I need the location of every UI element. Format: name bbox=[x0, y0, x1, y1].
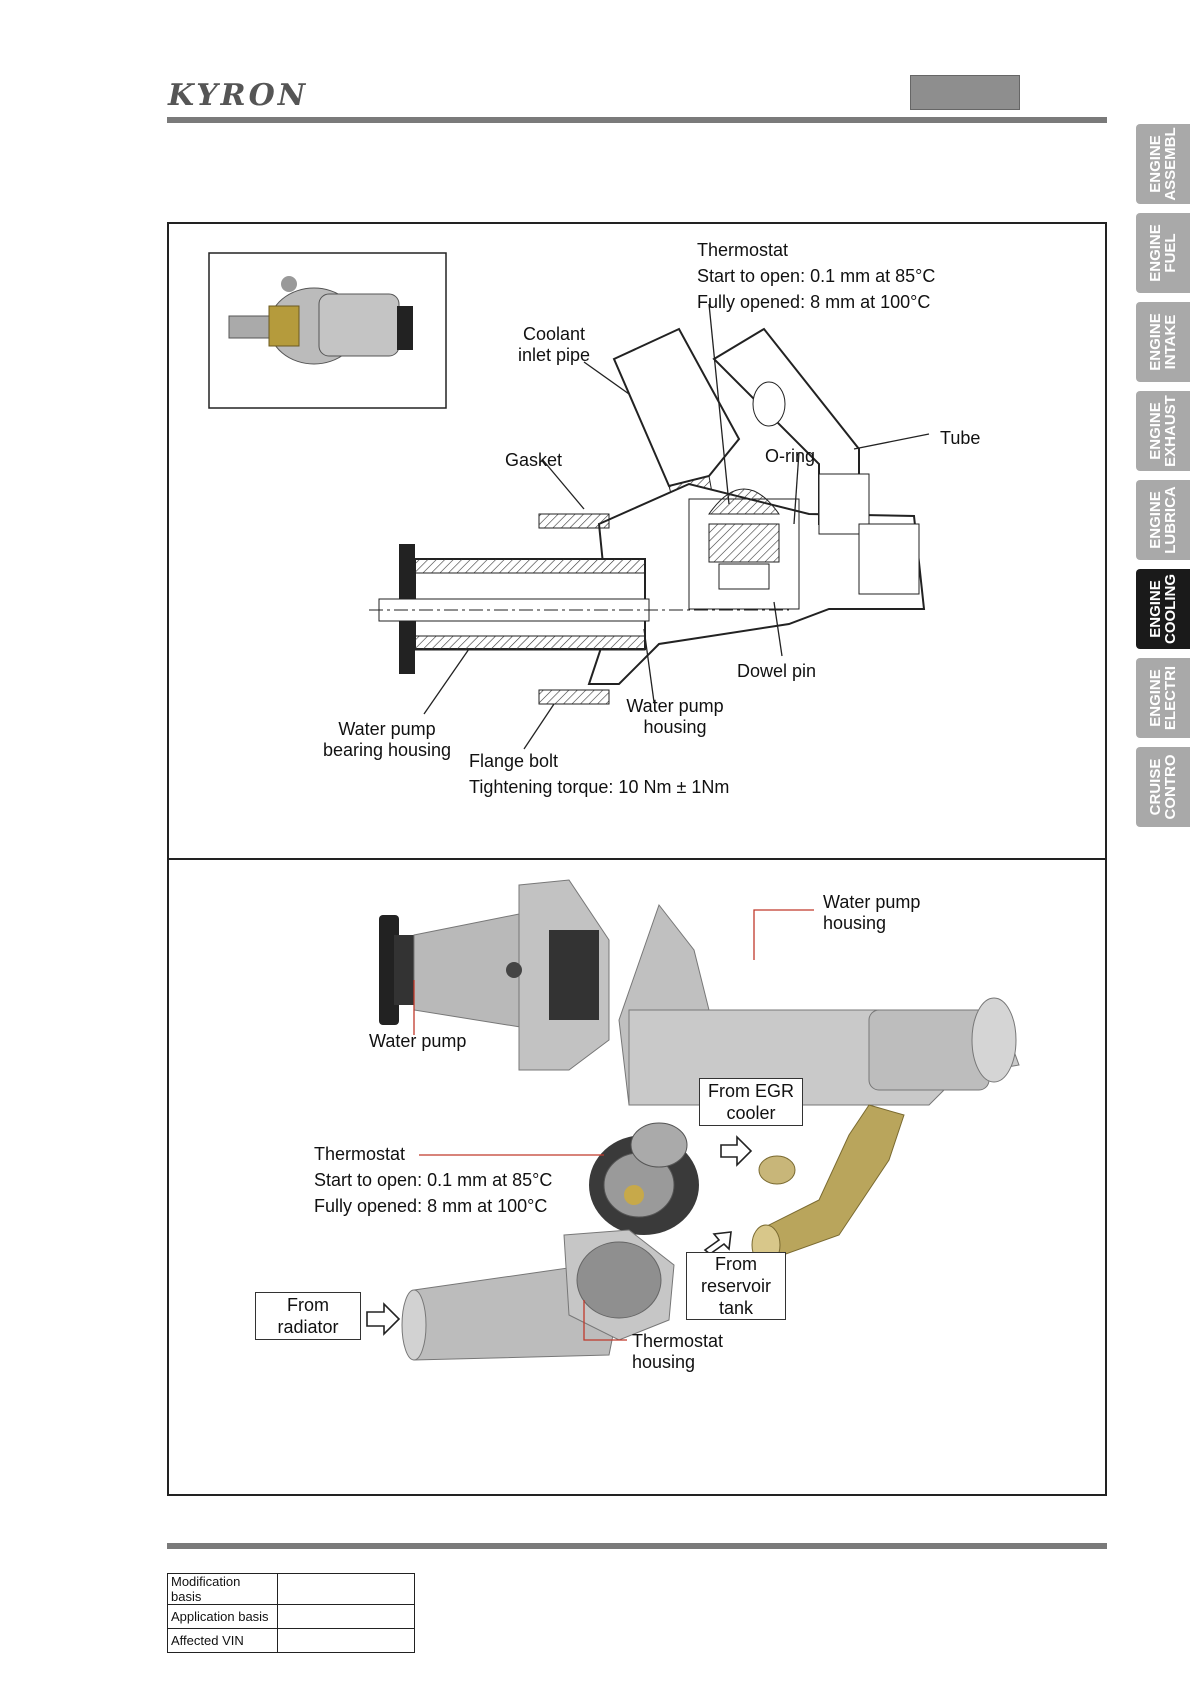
water-pump-housing-photo bbox=[618, 903, 1020, 1106]
from-reservoir-line-1: From bbox=[715, 1254, 757, 1274]
bearing-housing-label-1: Water pump bbox=[338, 719, 436, 739]
thermostat-photo-start-open: Start to open: 0.1 mm at 85°C bbox=[314, 1170, 553, 1190]
dowel-pin-label: Dowel pin bbox=[737, 661, 817, 681]
wp-housing-label-1: Water pump bbox=[626, 696, 724, 716]
thermostat-housing-label-2: housing bbox=[632, 1352, 696, 1372]
coolant-inlet-label-1: Coolant bbox=[522, 324, 586, 344]
tab-label: CRUISE CONTRO bbox=[1147, 754, 1179, 820]
affected-vin-label: Affected VIN bbox=[167, 1628, 278, 1653]
kyron-logo: KYRON bbox=[168, 78, 309, 113]
water-pump-label: Water pump bbox=[369, 1031, 467, 1051]
from-radiator-line-2: radiator bbox=[277, 1317, 339, 1337]
tab-label: ENGINE ELECTRI bbox=[1147, 665, 1179, 731]
thermostat-photo-title: Thermostat bbox=[314, 1144, 406, 1164]
bearing-housing-label-2: bearing housing bbox=[322, 740, 452, 760]
thermostat-photo-fully-open: Fully opened: 8 mm at 100°C bbox=[314, 1196, 548, 1216]
thermostat-title: Thermostat bbox=[697, 240, 789, 260]
egr-pipe-photo bbox=[751, 1104, 905, 1266]
tube-drawing bbox=[712, 327, 920, 595]
tab-engine-lubrication[interactable]: ENGINE LUBRICA bbox=[1136, 480, 1190, 560]
inset-photo bbox=[208, 252, 447, 409]
gasket-label: Gasket bbox=[505, 450, 563, 470]
flow-arrows bbox=[366, 1135, 753, 1336]
thermostat-start-open: Start to open: 0.1 mm at 85°C bbox=[697, 266, 936, 286]
application-basis-label: Application basis bbox=[167, 1604, 278, 1629]
thermostat-housing-label-1: Thermostat bbox=[632, 1331, 724, 1351]
oring-label: O-ring bbox=[765, 446, 816, 466]
table-row: Modification basis bbox=[167, 1573, 415, 1605]
table-row: Application basis bbox=[167, 1604, 415, 1629]
table-row: Affected VIN bbox=[167, 1628, 415, 1653]
footer-rule bbox=[167, 1543, 1107, 1549]
leader-lines bbox=[423, 303, 930, 750]
tab-engine-fuel[interactable]: ENGINE FUEL bbox=[1136, 213, 1190, 293]
wp-housing-photo-label-1: Water pump bbox=[823, 892, 921, 912]
callout-lines bbox=[413, 909, 814, 1341]
tube-label: Tube bbox=[940, 428, 981, 448]
cross-section-drawing bbox=[208, 252, 930, 750]
from-radiator-line-1: From bbox=[287, 1295, 329, 1315]
revision-table: Modification basis Application basis Aff… bbox=[167, 1573, 415, 1653]
tightening-torque-label: Tightening torque: 10 Nm ± 1Nm bbox=[469, 777, 730, 797]
exploded-view-panel: Water pump housing Water pump From EGR c… bbox=[167, 858, 1107, 1496]
affected-vin-value bbox=[277, 1628, 415, 1653]
modification-basis-value bbox=[277, 1573, 415, 1605]
from-radiator-box: From radiator bbox=[255, 1292, 361, 1340]
from-egr-cooler-box: From EGR cooler bbox=[699, 1078, 803, 1126]
tab-label: ENGINE LUBRICA bbox=[1147, 486, 1179, 554]
from-reservoir-line-2: reservoir bbox=[700, 1276, 771, 1296]
bearing-housing-drawing bbox=[369, 513, 789, 705]
tab-label: ENGINE EXHAUST bbox=[1147, 395, 1179, 467]
page-number-box bbox=[910, 75, 1020, 110]
tab-engine-intake[interactable]: ENGINE INTAKE bbox=[1136, 302, 1190, 382]
coolant-inlet-label-2: inlet pipe bbox=[517, 345, 591, 365]
application-basis-value bbox=[277, 1604, 415, 1629]
from-reservoir-line-3: tank bbox=[718, 1298, 754, 1318]
modification-basis-label: Modification basis bbox=[167, 1573, 278, 1605]
from-egr-line-2: cooler bbox=[726, 1103, 776, 1123]
wp-housing-photo-label-2: housing bbox=[823, 913, 887, 933]
header-rule bbox=[167, 117, 1107, 123]
flange-bolt-label: Flange bolt bbox=[469, 751, 559, 771]
tab-engine-assembly[interactable]: ENGINE ASSEMBL bbox=[1136, 124, 1190, 204]
water-pump-photo bbox=[379, 879, 610, 1071]
thermostat-fully-open: Fully opened: 8 mm at 100°C bbox=[697, 292, 931, 312]
from-reservoir-tank-box: From reservoir tank bbox=[686, 1252, 786, 1320]
tab-engine-electrical[interactable]: ENGINE ELECTRI bbox=[1136, 658, 1190, 738]
exploded-view-drawing bbox=[366, 879, 1020, 1361]
wp-housing-label-2: housing bbox=[643, 717, 707, 737]
tab-engine-cooling[interactable]: ENGINE COOLING bbox=[1136, 569, 1190, 649]
tab-cruise-control[interactable]: CRUISE CONTRO bbox=[1136, 747, 1190, 827]
thermostat-photo bbox=[589, 1122, 699, 1235]
from-egr-line-1: From EGR bbox=[707, 1081, 794, 1101]
tab-label: ENGINE ASSEMBL bbox=[1147, 127, 1179, 201]
tab-label: ENGINE FUEL bbox=[1147, 224, 1179, 282]
tab-engine-exhaust[interactable]: ENGINE EXHAUST bbox=[1136, 391, 1190, 471]
tab-label: ENGINE INTAKE bbox=[1147, 313, 1179, 371]
thermostat-housing-photo bbox=[401, 1229, 675, 1361]
cross-section-panel: Thermostat Start to open: 0.1 mm at 85°C… bbox=[167, 222, 1107, 860]
tab-label: ENGINE COOLING bbox=[1147, 574, 1179, 644]
